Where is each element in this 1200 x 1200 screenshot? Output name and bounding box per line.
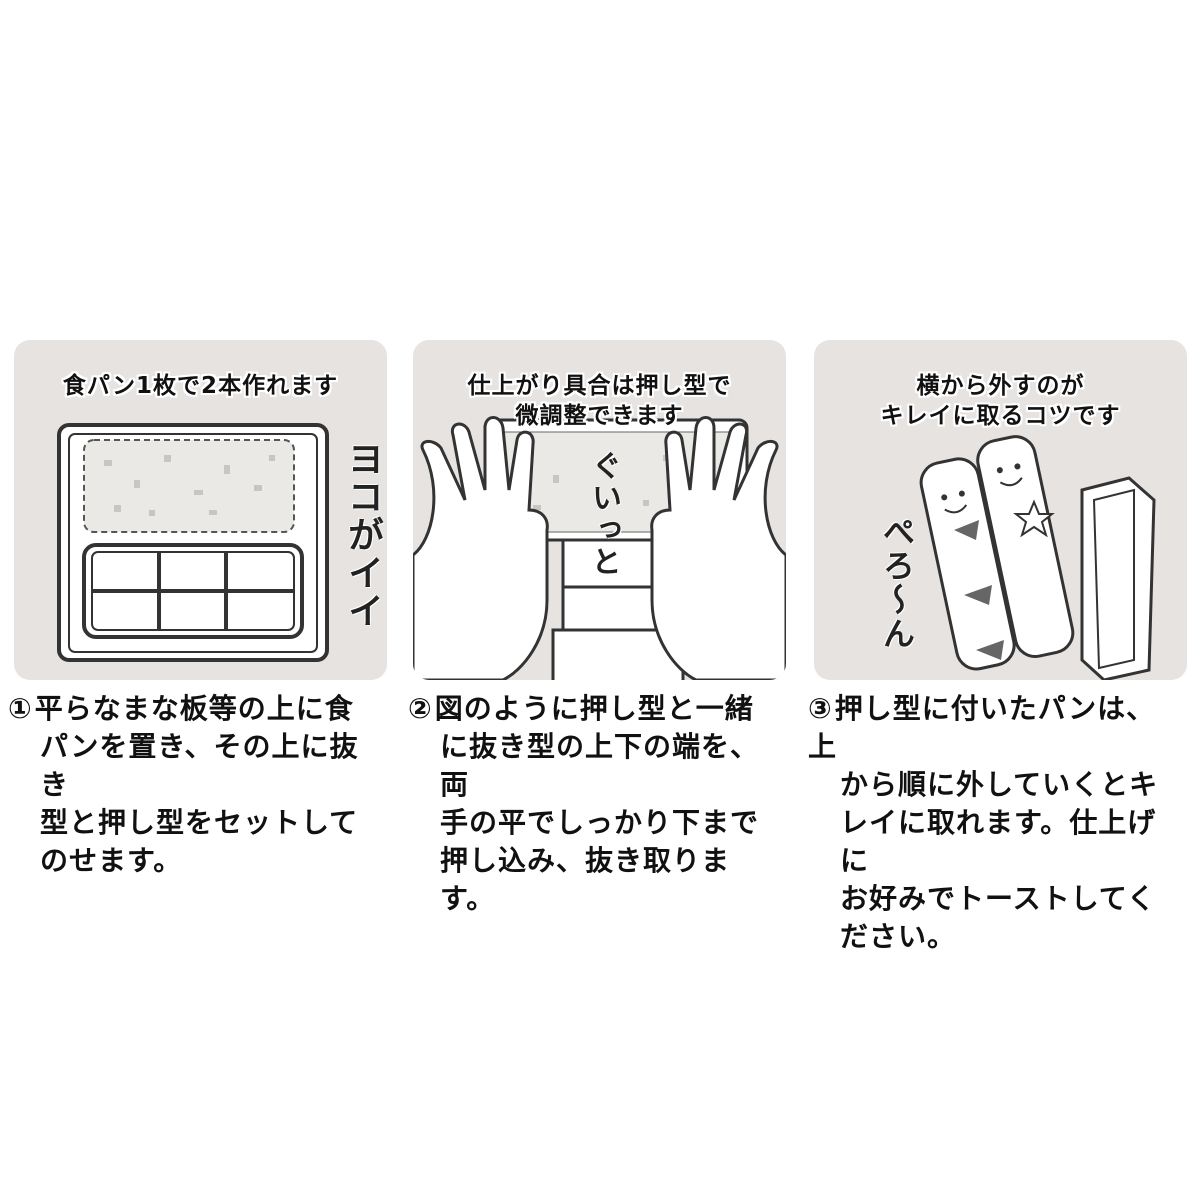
step-1-line-1: ①平らなまな板等の上に食 bbox=[8, 690, 383, 728]
step-1-line-4: のせます。 bbox=[40, 844, 183, 877]
step-2-number: ② bbox=[408, 692, 433, 725]
side-annotation-2: ぐいっと bbox=[586, 450, 621, 578]
step-3-line-5: ださい。 bbox=[840, 920, 957, 953]
illustration-panel-3: 横から外すのが キレイに取るコツです ぺろ〜ん bbox=[814, 340, 1187, 680]
step-2-line-4: 押し込み、抜き取ります。 bbox=[440, 844, 731, 915]
step-3-line-1-text: 押し型に付いたパンは、上 bbox=[808, 692, 1156, 763]
side-annotation-3: ぺろ〜ん bbox=[878, 515, 916, 651]
panel-3-title-line-2: キレイに取るコツです bbox=[880, 403, 1121, 429]
step-1-number: ① bbox=[8, 692, 33, 725]
panel-3-title-line-1: 横から外すのが bbox=[916, 373, 1085, 399]
cutter-top-view-illustration bbox=[57, 423, 329, 662]
panel-1-title: 食パン1枚で2本作れます bbox=[62, 373, 339, 399]
step-3-line-3: レイに取れます。仕上げに bbox=[840, 806, 1157, 877]
step-3-instructions: ③押し型に付いたパンは、上 から順に外していくとキ レイに取れます。仕上げに お… bbox=[808, 690, 1183, 956]
step-2-line-3: 手の平でしっかり下まで bbox=[440, 806, 760, 839]
step-1-line-1-text: 平らなまな板等の上に食 bbox=[34, 692, 354, 725]
step-3-number: ③ bbox=[808, 692, 833, 725]
step-3-line-1: ③押し型に付いたパンは、上 bbox=[808, 690, 1183, 766]
illustration-panel-1: 食パン1枚で2本作れます ヨコがイイ bbox=[14, 340, 387, 680]
hands-pressing-illustration bbox=[413, 416, 786, 680]
panel-2-title-line-1: 仕上がり具合は押し型で bbox=[467, 373, 732, 399]
step-2-line-2: に抜き型の上下の端を、両 bbox=[440, 730, 760, 801]
panel-2-title-line-2: 微調整できます bbox=[515, 403, 684, 429]
illustration-panel-2: 仕上がり具合は押し型で 微調整できます ぐいっと bbox=[413, 340, 786, 680]
peeling-bread-illustration bbox=[919, 435, 1156, 680]
step-3-line-4: お好みでトーストしてく bbox=[840, 882, 1156, 915]
step-2-line-1-text: 図のように押し型と一緒 bbox=[434, 692, 754, 725]
step-2-line-1: ②図のように押し型と一緒 bbox=[408, 690, 783, 728]
side-annotation-1: ヨコがイイ bbox=[342, 440, 383, 630]
step-1-line-2: パンを置き、その上に抜き bbox=[40, 730, 359, 801]
step-1-line-3: 型と押し型をセットして bbox=[40, 806, 359, 839]
step-1-instructions: ①平らなまな板等の上に食 パンを置き、その上に抜き 型と押し型をセットして のせ… bbox=[8, 690, 383, 880]
step-2-instructions: ②図のように押し型と一緒 に抜き型の上下の端を、両 手の平でしっかり下まで 押し… bbox=[408, 690, 783, 918]
step-3-line-2: から順に外していくとキ bbox=[840, 768, 1159, 801]
